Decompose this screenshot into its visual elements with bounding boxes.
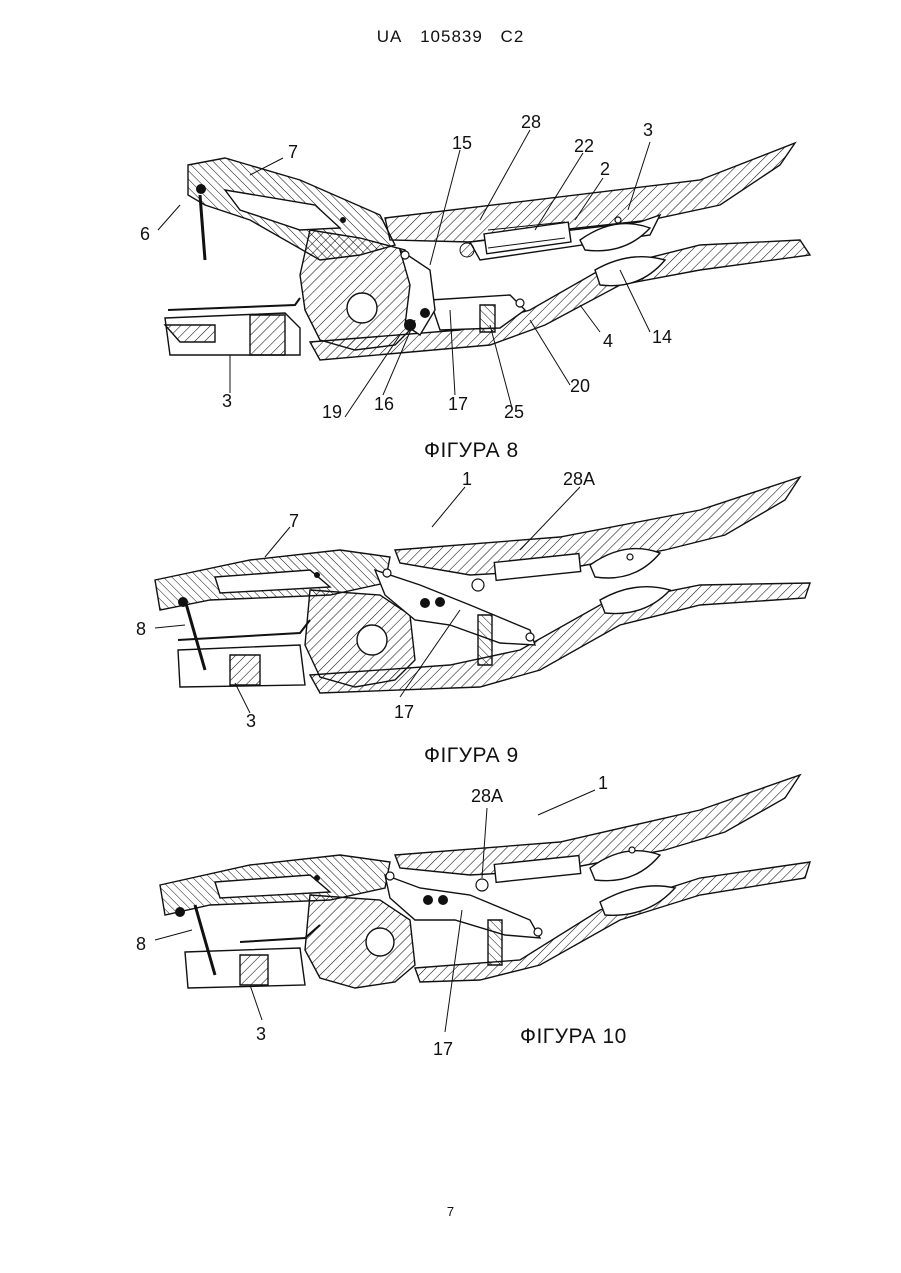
figure-8-caption: ФІГУРА 8: [424, 439, 519, 463]
fig8-label: 25: [504, 402, 524, 422]
fig8-label: 28: [521, 112, 541, 132]
figure-10-caption: ФІГУРА 10: [520, 1025, 627, 1049]
figure-10: 28A 1 8 3 17: [0, 770, 901, 1065]
patent-office: UA: [377, 27, 403, 46]
fig8-label: 2: [600, 159, 610, 179]
fig9-label: 8: [136, 619, 146, 639]
fig9-label: 17: [394, 702, 414, 722]
fig10-label: 8: [136, 934, 146, 954]
patent-header: UA 105839 C2: [0, 27, 901, 47]
fig10-label: 3: [256, 1024, 266, 1044]
figure-9-caption: ФІГУРА 9: [424, 744, 519, 768]
fig8-label: 7: [288, 142, 298, 162]
fig8-label: 4: [603, 331, 613, 351]
figure-8-drawing: 7 15 28 22 2 3 6 4 14 20 3 19 16 17 25: [0, 110, 901, 440]
fig8-label: 3: [222, 391, 232, 411]
page-number: 7: [0, 1204, 901, 1219]
fig8-label: 20: [570, 376, 590, 396]
fig10-label: 1: [598, 773, 608, 793]
fig8-label: 14: [652, 327, 672, 347]
fig10-label: 28A: [471, 786, 503, 806]
fig9-label: 3: [246, 711, 256, 731]
figure-10-drawing: 28A 1 8 3 17: [0, 770, 901, 1065]
fig8-label: 22: [574, 136, 594, 156]
fig8-label: 19: [322, 402, 342, 422]
fig8-label: 17: [448, 394, 468, 414]
fig9-label: 7: [289, 511, 299, 531]
fig8-label: 6: [140, 224, 150, 244]
fig10-label: 17: [433, 1039, 453, 1059]
fig8-label: 3: [643, 120, 653, 140]
fig8-label: 15: [452, 133, 472, 153]
fig9-label: 1: [462, 469, 472, 489]
figure-9: 1 28A 7 8 3 17: [0, 465, 901, 745]
fig9-label: 28A: [563, 469, 595, 489]
body-block: [300, 230, 420, 350]
fig8-label: 16: [374, 394, 394, 414]
upper-handle: [385, 143, 795, 242]
patent-kind: C2: [501, 27, 525, 46]
body-block: [305, 895, 415, 988]
figure-9-drawing: 1 28A 7 8 3 17: [0, 465, 901, 745]
patent-number: 105839: [420, 27, 483, 46]
figure-8: 7 15 28 22 2 3 6 4 14 20 3 19 16 17 25: [0, 110, 901, 440]
